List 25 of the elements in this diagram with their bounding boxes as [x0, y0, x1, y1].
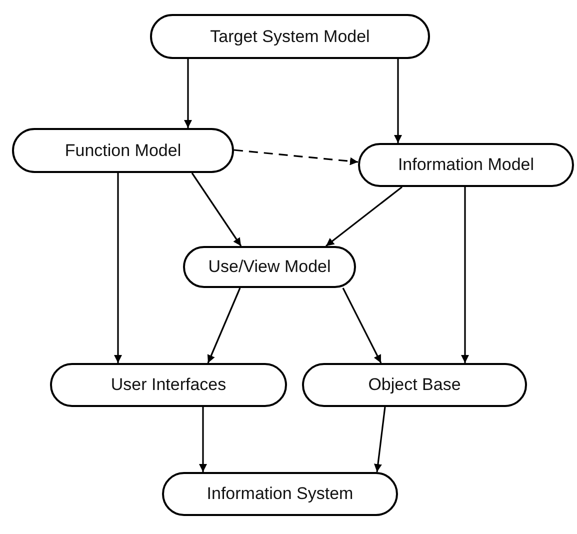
model-box	[50, 363, 287, 407]
arrow	[374, 406, 386, 472]
node-label: Information System	[206, 484, 354, 504]
arrow	[394, 59, 402, 143]
model-box	[162, 472, 398, 516]
arrow	[326, 186, 402, 247]
arrow	[114, 173, 122, 363]
arrow	[199, 407, 207, 472]
model-box	[302, 363, 527, 407]
node-label: Information Model	[398, 155, 534, 175]
arrow	[207, 288, 241, 364]
arrow	[191, 172, 242, 246]
node-label: Function Model	[64, 140, 182, 160]
arrow	[342, 288, 382, 364]
arrow	[184, 59, 192, 128]
node-label: Use/View Model	[208, 257, 331, 277]
model-box	[150, 14, 430, 59]
model-box	[358, 143, 574, 187]
node-label: User Interfaces	[110, 375, 226, 395]
arrow	[461, 187, 469, 363]
model-box	[183, 246, 356, 288]
node-label: Object Base	[368, 375, 461, 395]
model-box	[12, 128, 234, 173]
node-label: Target System Model	[210, 26, 370, 46]
arrow	[234, 149, 358, 166]
